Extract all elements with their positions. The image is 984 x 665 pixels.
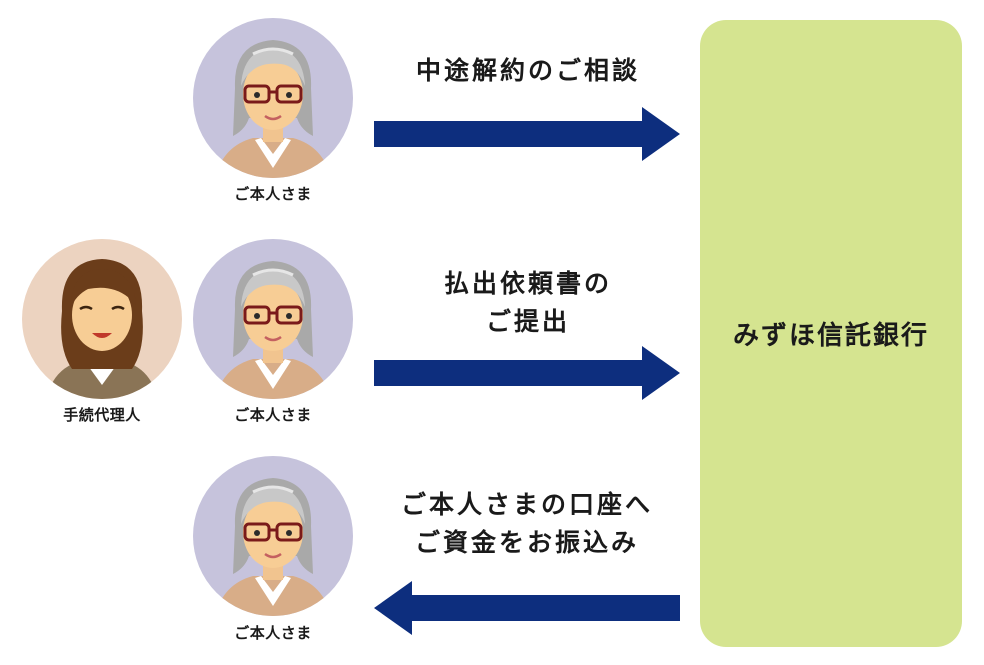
bank-name: みずほ信託銀行 <box>732 321 929 351</box>
left-arrow-icon <box>374 581 680 635</box>
elderly-person-icon <box>193 239 353 399</box>
flow-label-line: 払出依頼書の <box>443 269 612 298</box>
flow-label-line: ご提出 <box>485 307 570 336</box>
agent-woman-avatar <box>22 239 182 399</box>
agent-woman-icon <box>22 239 182 399</box>
self-caption: ご本人さま <box>234 624 312 642</box>
elderly-person-icon <box>193 456 353 616</box>
elderly-person-icon <box>193 18 353 178</box>
elderly-person-avatar <box>193 239 353 399</box>
agent-caption: 手続代理人 <box>63 406 141 424</box>
flow-label-line: 中途解約のご相談 <box>415 56 640 85</box>
elderly-person-avatar <box>193 18 353 178</box>
flow-label-transfer: ご本人さまの口座へ ご資金をお振込み <box>362 486 692 562</box>
flow-label-withdrawal-form: 払出依頼書の ご提出 <box>368 265 688 341</box>
self-caption: ご本人さま <box>234 185 312 203</box>
self-caption: ご本人さま <box>234 406 312 424</box>
bank-box: みずほ信託銀行 <box>700 20 962 647</box>
flow-label-line: ご資金をお振込み <box>414 528 639 557</box>
right-arrow-icon <box>374 346 680 400</box>
flow-label-line: ご本人さまの口座へ <box>400 490 653 519</box>
right-arrow-icon <box>374 107 680 161</box>
elderly-person-avatar <box>193 456 353 616</box>
flow-label-consultation: 中途解約のご相談 <box>368 52 688 90</box>
